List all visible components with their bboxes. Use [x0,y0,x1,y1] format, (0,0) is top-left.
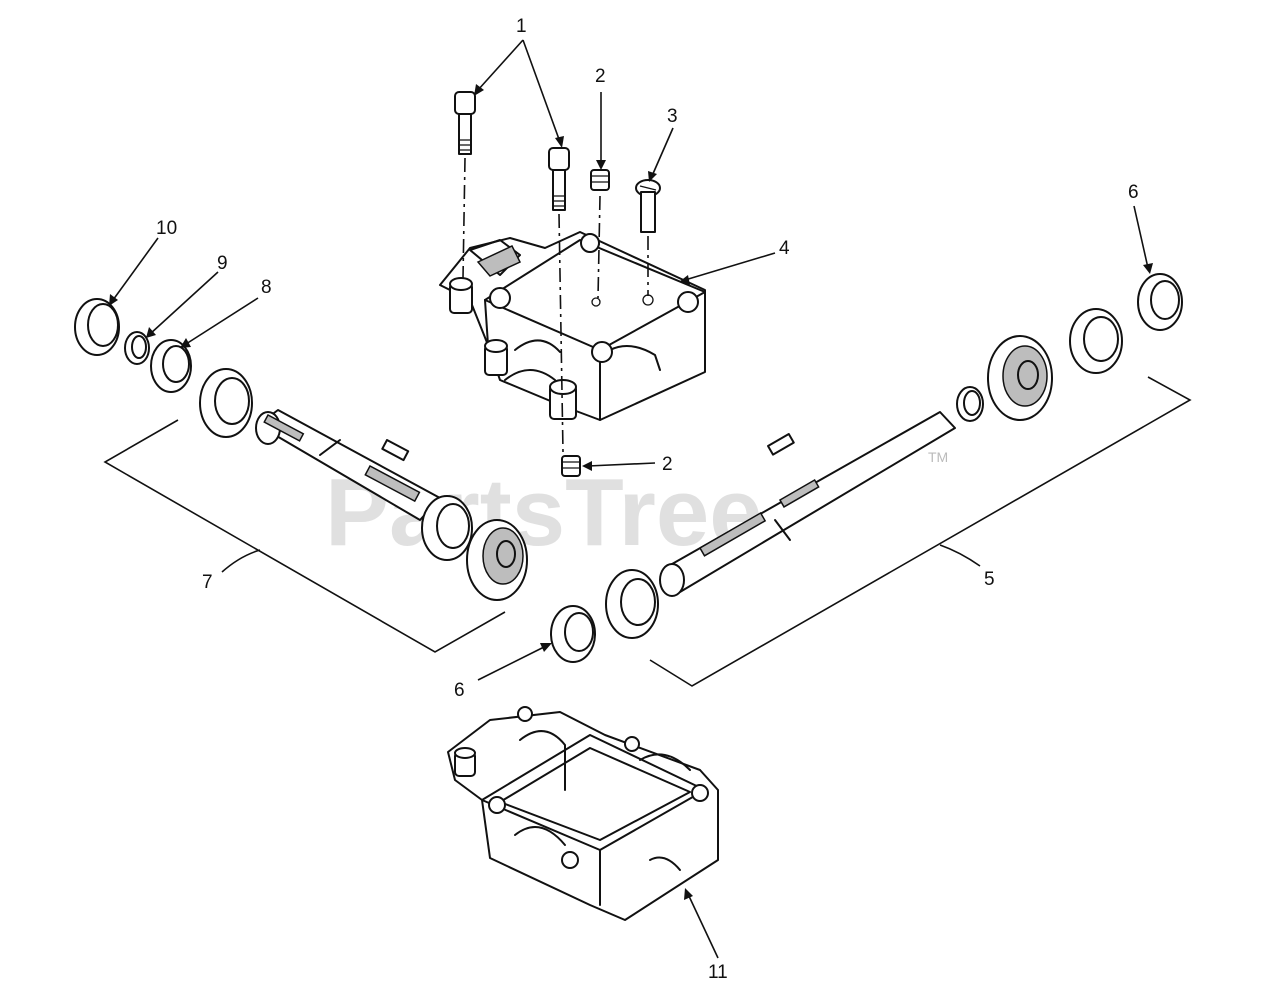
callout-6-right: 6 [1128,182,1139,203]
callout-7: 7 [202,572,213,593]
callout-3: 3 [667,106,678,127]
alignment-lines [462,157,649,453]
callout-2-top: 2 [595,66,606,87]
plug-top [590,169,610,191]
callout-10: 10 [156,218,177,239]
callout-8: 8 [261,277,272,298]
callout-6-left: 6 [454,680,465,701]
right-shaft-assembly [550,273,1192,687]
callout-9: 9 [217,253,228,274]
leader-lines [109,39,1153,959]
lower-housing [447,706,719,921]
plug-bottom [561,455,581,477]
left-shaft-assembly [74,298,528,653]
callout-11: 11 [708,962,728,983]
watermark-tm: TM [928,449,948,465]
slotted-screw [635,179,661,233]
callout-labels: 1 2 3 4 5 6 7 8 9 10 2 6 11 [156,16,1139,983]
callout-1: 1 [516,16,527,37]
upper-housing [439,231,706,421]
callout-5: 5 [984,569,995,590]
cap-screw-right [548,147,570,211]
callout-4: 4 [779,238,790,259]
callout-2-bottom: 2 [662,454,673,475]
cap-screw-left [454,91,476,155]
